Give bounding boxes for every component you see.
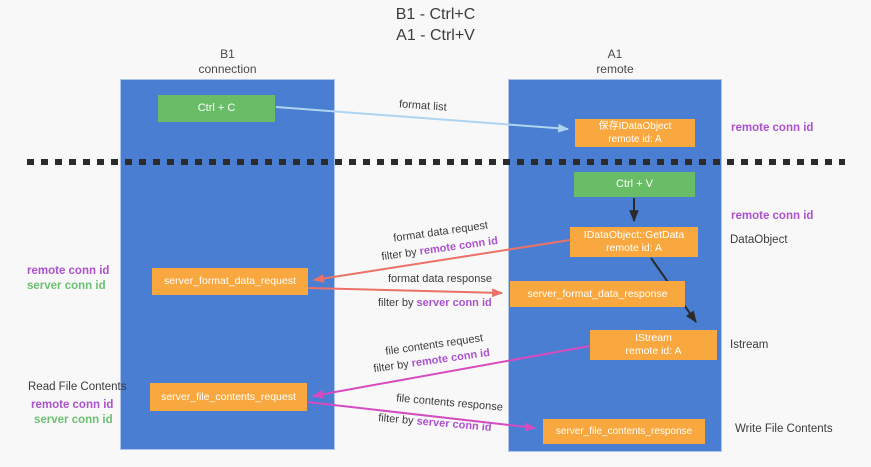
server-format-data-response-box: server_format_data_response — [510, 281, 685, 307]
remote-conn-id-label-top-left: remote conn id — [27, 265, 110, 277]
server-file-contents-response-label: server_file_contents_response — [555, 426, 693, 437]
server-conn-id-label-top-left: server conn id — [27, 280, 106, 292]
save-dataobject-line2: remote id: A — [608, 134, 662, 145]
title-line-1: B1 - Ctrl+C — [395, 6, 476, 23]
server-format-data-response-label: server_format_data_response — [527, 287, 668, 300]
format-data-response-filter-label: filter by server conn id — [378, 297, 492, 309]
lifeline-a1-name: A1 — [607, 47, 623, 61]
getdata-line1: IDataObject::GetData — [583, 229, 685, 241]
server-conn-id-text: server conn id — [416, 297, 492, 309]
read-file-contents-label: Read File Contents — [28, 381, 127, 393]
filter-by-text: filter by — [378, 297, 414, 309]
remote-conn-id-label-bottom-left: remote conn id — [31, 399, 114, 411]
save-dataobject-line1: 保存IDataObject — [598, 121, 672, 132]
server-file-contents-request-box: server_file_contents_request — [150, 383, 307, 411]
server-conn-id-text: server conn id — [416, 415, 493, 434]
save-dataobject-box: 保存IDataObject remote id: A — [575, 119, 695, 147]
dataobject-label: DataObject — [730, 234, 788, 246]
ctrl-c-label: Ctrl + C — [197, 102, 236, 114]
server-file-contents-request-label: server_file_contents_request — [161, 390, 296, 403]
istream-side-label: Istream — [730, 339, 769, 351]
server-format-data-request-label: server_format_data_request — [164, 275, 296, 287]
ctrl-v-label: Ctrl + V — [616, 178, 653, 190]
lifeline-header-a1: A1 remote — [508, 47, 722, 77]
filter-by-text: filter by — [372, 358, 410, 376]
lifeline-a1-role: remote — [596, 62, 634, 76]
istream-line1: IStream — [635, 332, 672, 344]
format-list-label: format list — [398, 98, 448, 114]
diagram-title: B1 - Ctrl+C A1 - Ctrl+V — [0, 4, 871, 46]
arrow-format-data-response — [307, 287, 504, 298]
ctrl-c-box: Ctrl + C — [158, 95, 275, 122]
format-data-response-label: format data response — [388, 273, 492, 285]
istream-box: IStream remote id: A — [590, 330, 717, 360]
istream-line2: remote id: A — [625, 345, 682, 357]
title-line-2: A1 - Ctrl+V — [396, 27, 475, 44]
ctrl-v-box: Ctrl + V — [574, 172, 695, 197]
filter-by-text: filter by — [377, 412, 415, 428]
file-contents-response-label: file contents response — [395, 392, 504, 414]
remote-conn-id-label-mid-right: remote conn id — [731, 210, 814, 222]
server-conn-id-label-bottom-left: server conn id — [34, 414, 113, 426]
server-format-data-request-box: server_format_data_request — [152, 268, 308, 295]
server-file-contents-response-box: server_file_contents_response — [543, 419, 705, 444]
getdata-line2: remote id: A — [605, 242, 663, 254]
getdata-box: IDataObject::GetData remote id: A — [570, 227, 698, 257]
lifeline-header-b1: B1 connection — [120, 47, 335, 77]
file-contents-response-filter-label: filter by server conn id — [378, 412, 492, 434]
filter-by-text: filter by — [380, 246, 418, 264]
remote-conn-id-label-top-right: remote conn id — [731, 122, 814, 134]
lifeline-b1-role: connection — [198, 62, 257, 76]
lifeline-b1-name: B1 — [220, 47, 235, 61]
write-file-contents-label: Write File Contents — [735, 423, 833, 435]
phase-separator-line — [27, 159, 845, 165]
